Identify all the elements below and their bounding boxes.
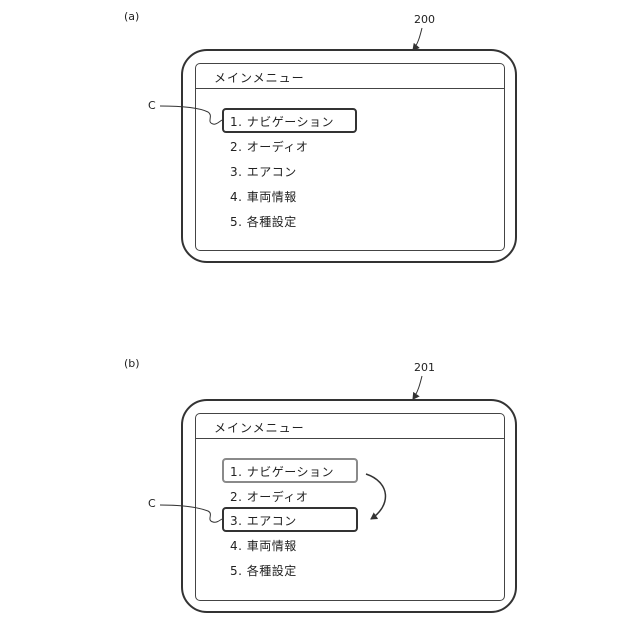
- leader-line-a: [160, 106, 222, 124]
- cursor-move-arrow: [366, 474, 385, 519]
- leader-line-b: [160, 505, 222, 522]
- reference-arrow-b: [413, 376, 422, 399]
- reference-arrow-a: [413, 28, 422, 50]
